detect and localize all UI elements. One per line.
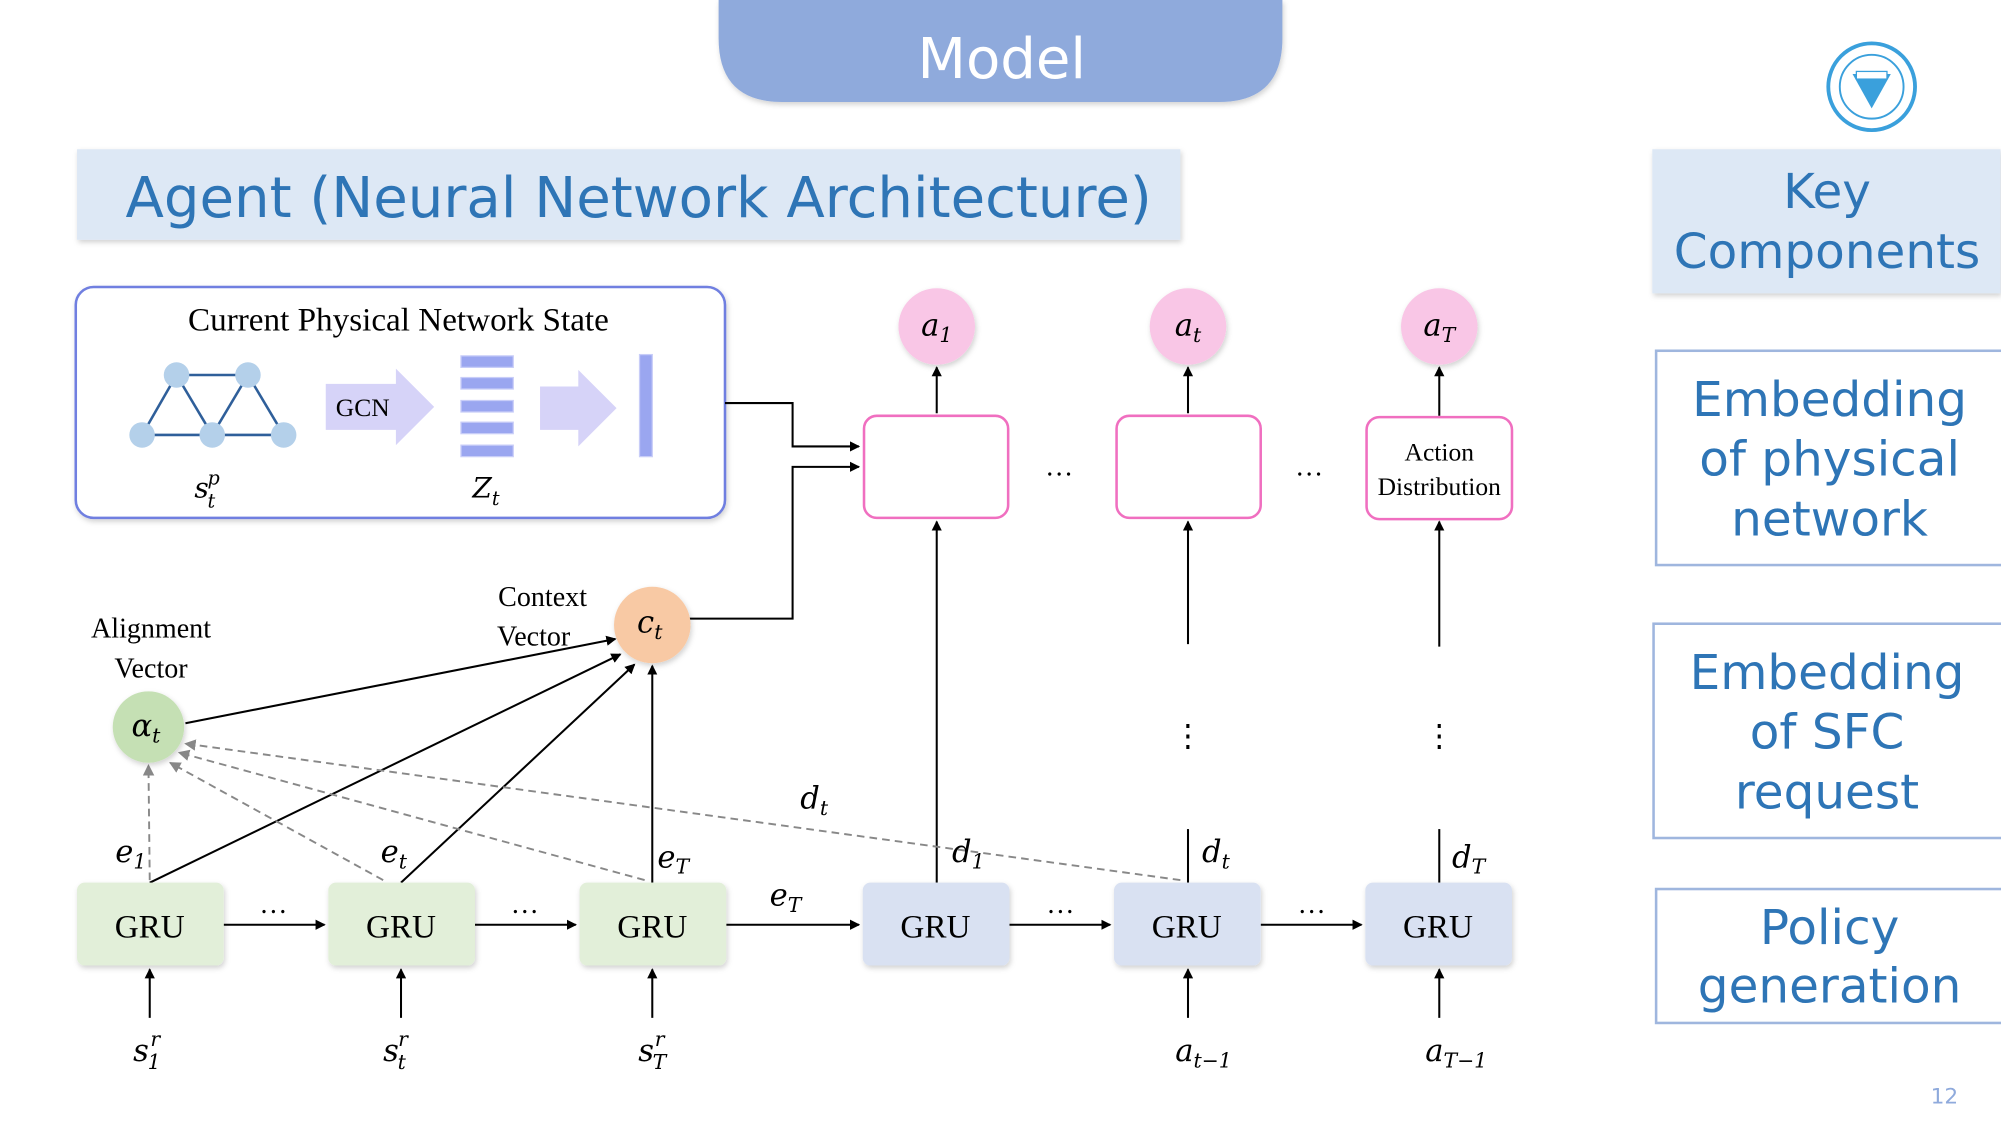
component-sfc-embedding: Embedding of SFC request <box>1652 622 2001 840</box>
output-node: at <box>1149 288 1227 365</box>
output-node: aT <box>1401 288 1478 365</box>
svg-text:aT: aT <box>1423 308 1456 346</box>
gcn-arrow: GCN <box>325 368 435 446</box>
svg-text:GCN: GCN <box>336 393 390 422</box>
svg-text:Context: Context <box>498 582 587 613</box>
svg-text:Embedding: Embedding <box>1690 645 1965 701</box>
encoder-grus: GRU GRU GRU <box>77 882 727 966</box>
action-distribution-label: Action <box>1405 437 1475 466</box>
svg-text:a1: a1 <box>921 308 952 346</box>
svg-text:GRU: GRU <box>1152 909 1222 946</box>
svg-text:…: … <box>1046 889 1074 920</box>
math-labels: e1 et eT eT d1 dt dT dt s1r str sTr at−1… <box>115 782 1487 1074</box>
vertical-ellipsis: ⋮ <box>1173 719 1204 753</box>
key-components-header: Key Components <box>1652 149 2001 294</box>
encoder-output-label: e1 <box>115 835 146 873</box>
action-box <box>862 414 1010 520</box>
svg-text:GRU: GRU <box>617 909 687 946</box>
page-number: 12 <box>1931 1084 1959 1109</box>
output-nodes: a1 at aT <box>898 288 1478 365</box>
node-embedding-matrix-icon <box>460 355 514 458</box>
ellipsis: … <box>1045 452 1073 483</box>
physical-graph-icon <box>129 362 297 448</box>
action-boxes <box>862 414 1514 521</box>
encoder-gru: GRU <box>579 882 727 966</box>
decoder-gru: GRU <box>862 882 1010 966</box>
graph-label: stp <box>194 467 219 513</box>
university-logo <box>1826 41 1917 133</box>
ellipsis: … <box>1295 452 1323 483</box>
section-title-band: Agent (Neural Network Architecture) <box>77 149 1181 240</box>
decoder-grus: GRU GRU GRU <box>862 882 1512 966</box>
svg-text:Policy: Policy <box>1760 900 1899 956</box>
encoder-input-label: sTr <box>638 1027 667 1074</box>
model-header-tab: Model <box>718 0 1283 103</box>
svg-text:Components: Components <box>1674 224 1981 280</box>
decoder-state-label: dt <box>1202 835 1231 873</box>
decoder-input-label: at−1 <box>1175 1034 1232 1072</box>
section-title: Agent (Neural Network Architecture) <box>126 166 1152 231</box>
context-vector-node: ct Context Vector <box>497 582 691 664</box>
encoder-input-label: str <box>383 1027 409 1074</box>
decoder-state-label: d1 <box>952 835 985 873</box>
svg-text:GRU: GRU <box>1403 909 1473 946</box>
gru-ellipses: … … … … <box>259 889 1325 920</box>
svg-text:generation: generation <box>1698 959 1962 1015</box>
encoder-input-label: s1r <box>133 1027 161 1074</box>
svg-text:GRU: GRU <box>115 909 185 946</box>
graph-embedding-vector-icon <box>638 353 653 458</box>
action-box <box>1115 414 1262 520</box>
svg-text:Key: Key <box>1783 164 1871 220</box>
encoder-output-label: eT <box>657 840 690 878</box>
alignment-vector-node: αt Alignment Vector <box>91 614 211 763</box>
component-policy-generation: Policy generation <box>1654 887 2001 1025</box>
embedding-label: Zt <box>471 471 500 510</box>
svg-text:Vector: Vector <box>114 653 188 684</box>
component-physical-embedding: Embedding of physical network <box>1654 349 2001 567</box>
svg-text:Embedding: Embedding <box>1692 372 1967 428</box>
page-title: Model <box>918 27 1086 92</box>
svg-text:…: … <box>1298 889 1326 920</box>
attention-lines <box>142 739 1181 882</box>
attention-query-label: dt <box>800 782 829 820</box>
svg-text:of SFC: of SFC <box>1750 705 1905 761</box>
decoder-gru: GRU <box>1365 882 1512 966</box>
svg-text:ct: ct <box>637 606 663 644</box>
decoder-input-label: aT−1 <box>1425 1034 1487 1072</box>
action-distribution-box <box>1365 415 1514 521</box>
svg-text:at: at <box>1175 308 1202 346</box>
svg-text:network: network <box>1731 492 1928 548</box>
state-box-title: Current Physical Network State <box>188 301 609 338</box>
decoder-gru: GRU <box>1114 882 1261 966</box>
svg-text:GRU: GRU <box>900 909 970 946</box>
handoff-label: eT <box>770 879 803 917</box>
vertical-ellipsis: ⋮ <box>1424 719 1455 753</box>
svg-text:αt: αt <box>131 709 161 747</box>
action-distribution-label: Distribution <box>1378 472 1502 501</box>
svg-text:…: … <box>259 889 287 920</box>
connectors <box>144 366 1445 1018</box>
svg-text:GRU: GRU <box>366 909 436 946</box>
svg-text:…: … <box>511 889 539 920</box>
encoder-output-label: et <box>381 835 408 873</box>
svg-text:request: request <box>1735 765 1919 821</box>
pooling-arrow <box>540 369 617 447</box>
encoder-gru: GRU <box>328 882 475 966</box>
physical-network-state-box: Current Physical Network State GCN stp Z… <box>74 285 727 520</box>
output-node: a1 <box>898 288 975 365</box>
svg-text:of physical: of physical <box>1699 432 1960 488</box>
encoder-gru: GRU <box>77 882 224 966</box>
svg-text:Vector: Vector <box>497 621 571 652</box>
svg-text:Alignment: Alignment <box>91 614 211 645</box>
decoder-state-label: dT <box>1452 840 1487 878</box>
